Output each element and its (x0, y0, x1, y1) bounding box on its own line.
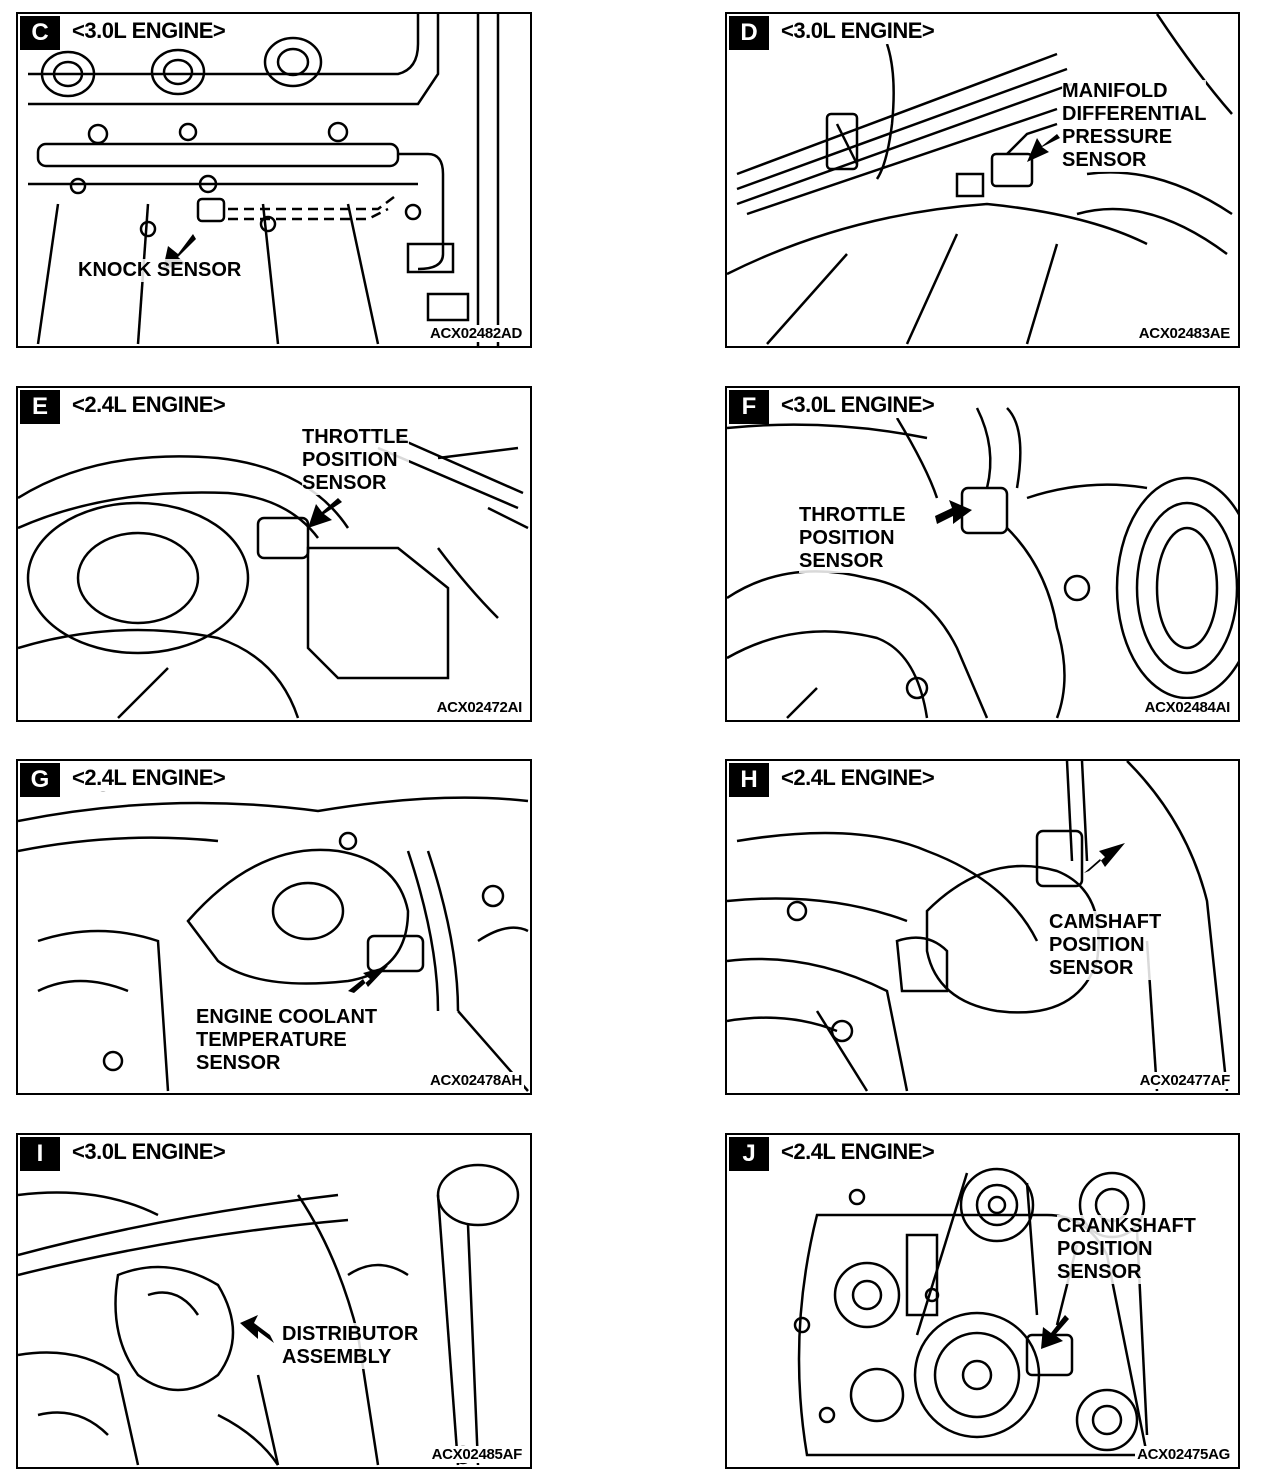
panel-j-code: ACX02475AG (1135, 1446, 1232, 1463)
panel-i-code: ACX02485AF (429, 1446, 524, 1463)
panel-h: H <2.4L ENGINE> CAMSHAFT POSITION SENSOR… (725, 759, 1240, 1095)
label-line: DISTRIBUTOR (282, 1323, 419, 1345)
panel-f-code: ACX02484AI (1142, 699, 1232, 716)
label-line: SENSOR (1057, 1261, 1142, 1283)
label-line: SENSOR (1049, 957, 1134, 979)
label-line: TEMPERATURE (196, 1029, 347, 1051)
label-line: POSITION (302, 449, 398, 471)
panel-e-code: ACX02472AI (434, 699, 524, 716)
panel-g-label: ENGINE COOLANT TEMPERATURE SENSOR (196, 1006, 378, 1075)
panel-c-engine: <3.0L ENGINE> (68, 18, 230, 44)
label-line: SENSOR (799, 550, 884, 572)
label-line: THROTTLE (799, 504, 906, 526)
panel-c: C <3.0L ENGINE> KNOCK SENSOR ACX02482AD (16, 12, 532, 348)
panel-g-letter: G (20, 763, 60, 797)
panel-i-letter: I (20, 1137, 60, 1171)
label-line: ASSEMBLY (282, 1346, 392, 1368)
distributor-illustration (18, 1163, 520, 1466)
crankshaft-sensor-illustration (793, 1167, 1149, 1457)
knock-sensor-illustration (28, 14, 500, 346)
label-line: CRANKSHAFT (1057, 1215, 1196, 1237)
panel-j-label: CRANKSHAFT POSITION SENSOR (1057, 1215, 1196, 1284)
panel-d: D <3.0L ENGINE> MANIFOLD DIFFERENTIAL PR… (725, 12, 1240, 348)
panel-h-code: ACX02477AF (1137, 1072, 1232, 1089)
panel-c-code: ACX02482AD (427, 325, 524, 342)
label-line: POSITION (799, 527, 895, 549)
panel-f-label: THROTTLE POSITION SENSOR (799, 504, 906, 573)
panel-f-engine: <3.0L ENGINE> (777, 392, 939, 418)
label-line: MANIFOLD (1062, 80, 1168, 102)
panel-d-letter: D (729, 16, 769, 50)
panel-e: E <2.4L ENGINE> THROTTLE POSITION SENSOR… (16, 386, 532, 722)
panel-c-label: KNOCK SENSOR (78, 259, 242, 282)
panel-i-engine: <3.0L ENGINE> (68, 1139, 230, 1165)
panel-d-label: MANIFOLD DIFFERENTIAL PRESSURE SENSOR (1062, 80, 1207, 172)
label-line: THROTTLE (302, 426, 409, 448)
label-line: PRESSURE (1062, 126, 1173, 148)
panel-j-engine: <2.4L ENGINE> (777, 1139, 939, 1165)
panel-g-code: ACX02478AH (427, 1072, 524, 1089)
label-line: SENSOR (1062, 149, 1147, 171)
panel-c-letter: C (20, 16, 60, 50)
manifold-pressure-sensor-illustration (727, 14, 1233, 345)
label-line: ENGINE COOLANT (196, 1006, 378, 1028)
label-line: CAMSHAFT (1049, 911, 1162, 933)
panel-j: J <2.4L ENGINE> CRANKSHAFT POSITION SENS… (725, 1133, 1240, 1469)
panel-d-code: ACX02483AE (1136, 325, 1232, 342)
label-line: POSITION (1049, 934, 1145, 956)
panel-e-label: THROTTLE POSITION SENSOR (302, 426, 409, 495)
throttle-position-sensor-3l-illustration (727, 407, 1238, 719)
panel-f-letter: F (729, 390, 769, 424)
label-line: KNOCK SENSOR (78, 259, 242, 281)
throttle-position-sensor-illustration (18, 436, 529, 719)
panel-h-letter: H (729, 763, 769, 797)
panel-j-letter: J (729, 1137, 769, 1171)
camshaft-sensor-illustration (727, 761, 1229, 1092)
panel-f: F <3.0L ENGINE> THROTTLE POSITION SENSOR… (725, 386, 1240, 722)
panel-e-letter: E (20, 390, 60, 424)
panel-i-label: DISTRIBUTOR ASSEMBLY (282, 1323, 419, 1369)
panel-h-engine: <2.4L ENGINE> (777, 765, 939, 791)
label-line: POSITION (1057, 1238, 1153, 1260)
panel-e-engine: <2.4L ENGINE> (68, 392, 230, 418)
label-line: SENSOR (196, 1052, 281, 1074)
panel-g-engine: <2.4L ENGINE> (68, 765, 230, 791)
label-line: DIFFERENTIAL (1062, 103, 1207, 125)
panel-i: I <3.0L ENGINE> DISTRIBUTOR ASSEMBLY ACX… (16, 1133, 532, 1469)
panel-d-engine: <3.0L ENGINE> (777, 18, 939, 44)
panel-g: G <2.4L ENGINE> ENGINE COOLANT TEMPERATU… (16, 759, 532, 1095)
panel-h-label: CAMSHAFT POSITION SENSOR (1049, 911, 1162, 980)
label-line: SENSOR (302, 472, 387, 494)
